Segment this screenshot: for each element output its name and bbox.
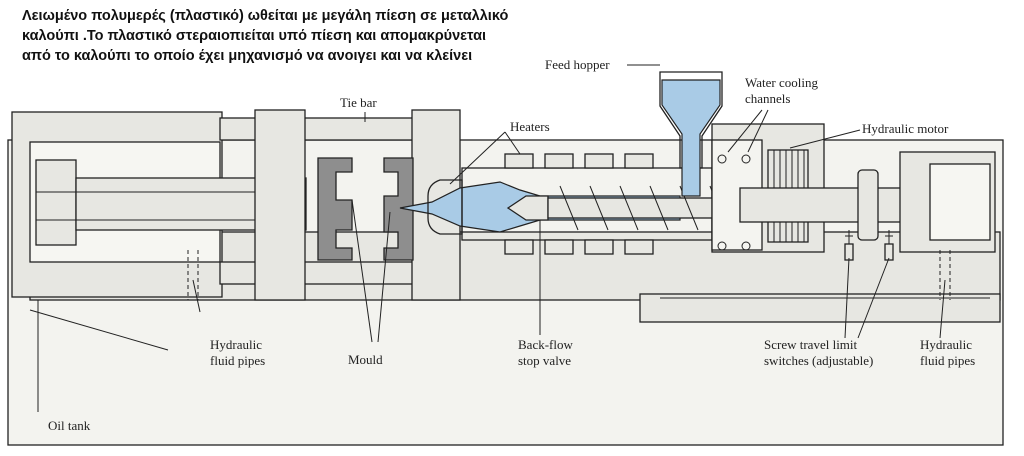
label-hydraulic-pipes-left-2: fluid pipes	[210, 353, 265, 368]
label-screw-travel-2: switches (adjustable)	[764, 353, 873, 368]
label-water-cooling-2: channels	[745, 91, 790, 106]
label-hydraulic-pipes-left: Hydraulic	[210, 337, 262, 352]
heater-band	[624, 153, 654, 169]
hopper-plastic	[661, 79, 721, 197]
caption-line: από το καλούπι το οποίο έχει μηχανισμό ν…	[22, 48, 473, 64]
label-screw-travel: Screw travel limit	[764, 337, 858, 352]
heater-band	[504, 153, 534, 169]
heater-band	[624, 239, 654, 255]
heater-band	[544, 239, 574, 255]
tie-bar-bottom	[219, 261, 431, 285]
caption-line: Λειωμένο πολυμερές (πλαστικό) ωθείται με…	[22, 8, 509, 24]
clamp-piston	[35, 159, 77, 246]
label-heaters: Heaters	[510, 119, 550, 134]
lower-rail	[639, 293, 1001, 323]
label-mould: Mould	[348, 352, 383, 367]
drive-shaft	[739, 187, 911, 223]
tie-bar-top	[219, 117, 431, 141]
shaft-collar	[857, 169, 879, 241]
label-feed-hopper: Feed hopper	[545, 57, 610, 72]
heater-band	[504, 239, 534, 255]
mould-half-left	[317, 157, 353, 261]
caption: Λειωμένο πολυμερές (πλαστικό) ωθείται με…	[22, 6, 642, 66]
heater-band	[584, 239, 614, 255]
heater-band	[544, 153, 574, 169]
injection-piston	[929, 163, 991, 241]
label-hydraulic-pipes-right: Hydraulic	[920, 337, 972, 352]
label-oil-tank: Oil tank	[48, 418, 91, 433]
feed-hopper-body	[659, 71, 723, 169]
label-water-cooling: Water cooling	[745, 75, 818, 90]
limit-switch	[884, 230, 894, 261]
limit-switch	[844, 230, 854, 261]
moving-platen	[254, 109, 306, 301]
mould-half-right	[383, 157, 414, 261]
label-hydraulic-pipes-right-2: fluid pipes	[920, 353, 975, 368]
label-hydraulic-motor: Hydraulic motor	[862, 121, 949, 136]
heater-band	[584, 153, 614, 169]
caption-line: καλούπι .Το πλαστικό στεραιοπιείται υπό …	[22, 28, 487, 44]
label-back-flow-2: stop valve	[518, 353, 571, 368]
label-tie-bar: Tie bar	[340, 95, 377, 110]
label-back-flow: Back-flow	[518, 337, 573, 352]
